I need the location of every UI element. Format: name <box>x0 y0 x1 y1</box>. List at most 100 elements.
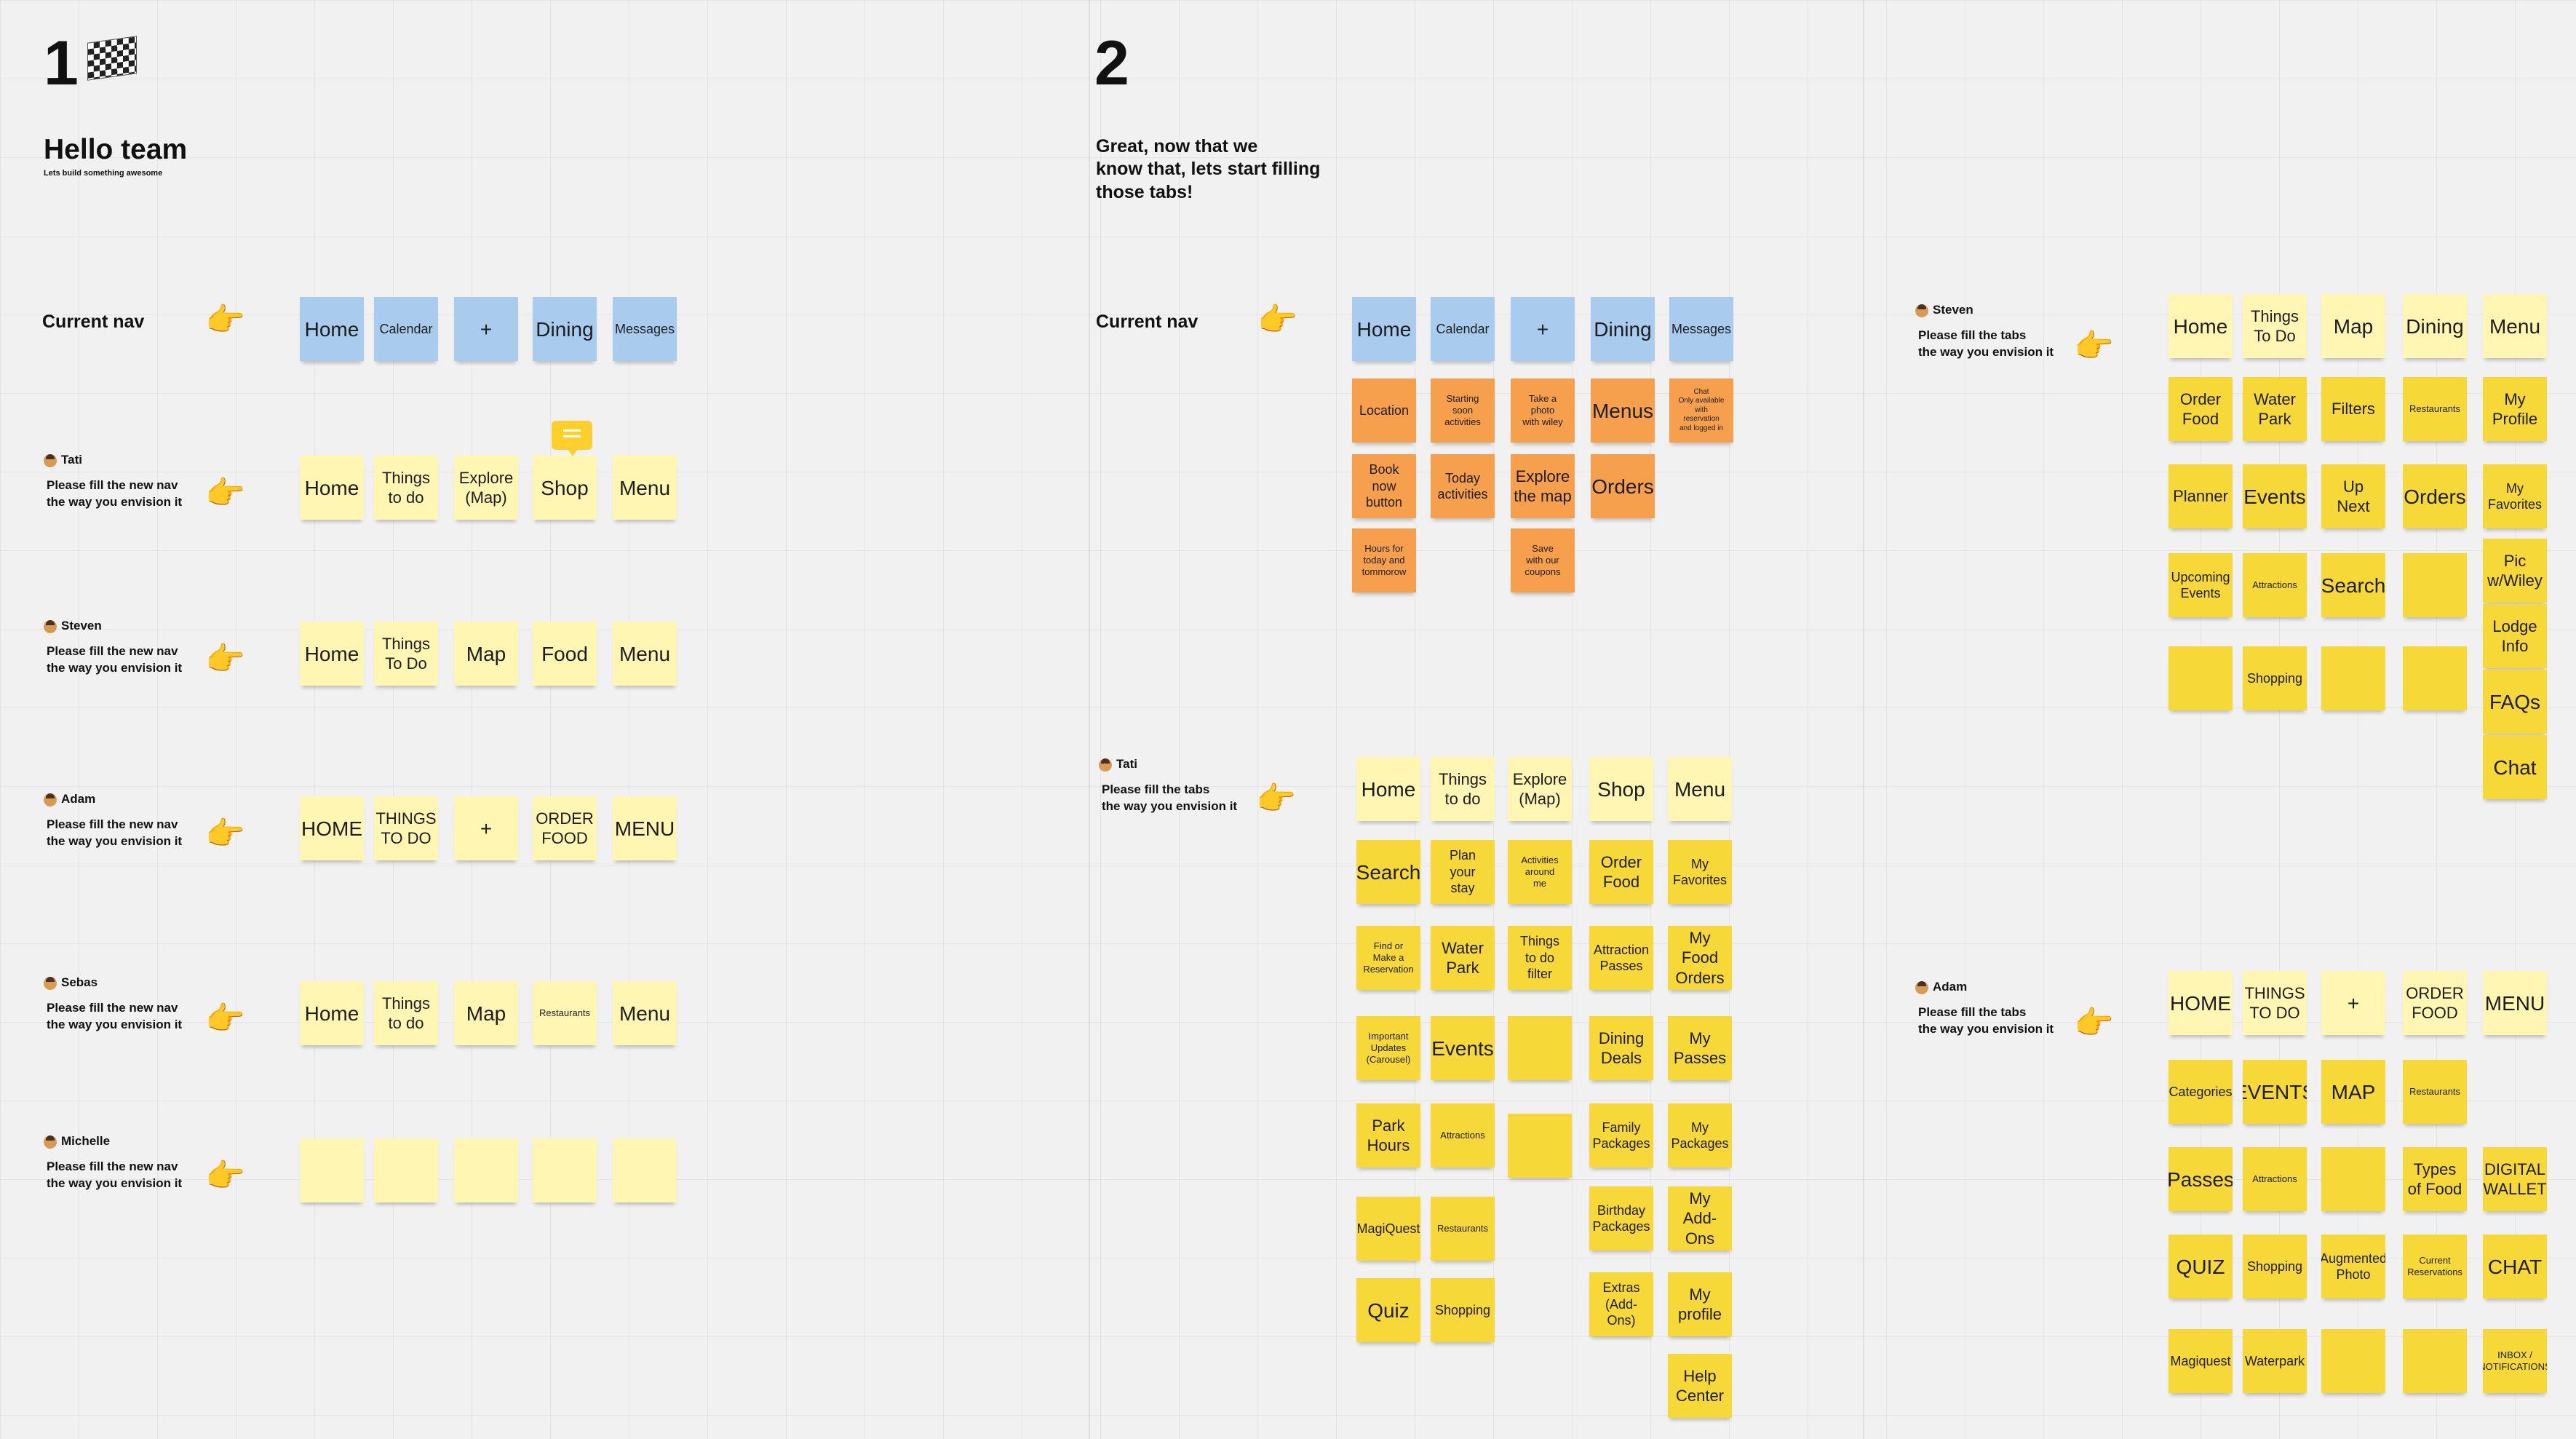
tab-content-note[interactable]: My Favorites <box>2483 464 2547 528</box>
nav-tab-note[interactable]: + <box>1511 297 1575 361</box>
nav-tab-note[interactable]: Map <box>2321 294 2385 358</box>
tab-content-note[interactable]: EVENTS <box>2243 1060 2307 1124</box>
tab-content-note[interactable]: DIGITAL WALLET <box>2483 1147 2547 1211</box>
nav-tab-note[interactable]: Home <box>1352 297 1416 361</box>
tab-content-note[interactable]: Book now button <box>1352 454 1416 518</box>
nav-tab-note[interactable]: Menu <box>613 981 677 1045</box>
tab-content-note[interactable]: Orders <box>2403 464 2467 528</box>
nav-tab-note[interactable]: Home <box>1356 757 1420 821</box>
tab-content-note[interactable] <box>2321 1147 2385 1211</box>
tab-content-note[interactable] <box>2403 1329 2467 1393</box>
tab-content-note[interactable]: My Passes <box>1668 1016 1732 1080</box>
nav-tab-note[interactable]: Home <box>300 981 364 1045</box>
tab-content-note[interactable]: Family Packages <box>1589 1103 1653 1168</box>
tab-content-note[interactable] <box>2321 646 2385 710</box>
tab-content-note[interactable]: Magiquest <box>2168 1329 2233 1393</box>
tab-content-note[interactable]: My Add- Ons <box>1668 1186 1732 1250</box>
tab-content-note[interactable]: Attractions <box>2243 1147 2307 1211</box>
nav-tab-note[interactable]: Things To Do <box>374 622 438 686</box>
tab-content-note[interactable]: Order Food <box>2168 377 2233 441</box>
nav-tab-note[interactable]: ORDER FOOD <box>2403 971 2467 1035</box>
tab-content-note[interactable]: MAP <box>2321 1060 2385 1124</box>
nav-tab-note[interactable]: Shop <box>1589 757 1653 821</box>
nav-tab-note[interactable]: Home <box>300 456 364 520</box>
tab-content-note[interactable]: Park Hours <box>1356 1103 1420 1168</box>
nav-tab-note[interactable]: Menu <box>1668 757 1732 821</box>
nav-tab-note[interactable]: Things to do <box>374 981 438 1045</box>
tab-content-note[interactable]: My Food Orders <box>1668 926 1732 990</box>
nav-tab-note[interactable]: Messages <box>613 297 677 361</box>
tab-content-note[interactable]: MagiQuest <box>1356 1197 1420 1261</box>
nav-tab-note[interactable]: Explore (Map) <box>454 456 518 520</box>
tab-content-note[interactable]: Events <box>2243 464 2307 528</box>
nav-tab-note[interactable]: Home <box>2168 294 2233 358</box>
nav-tab-note[interactable]: Home <box>300 297 364 361</box>
nav-tab-note[interactable]: THINGS TO DO <box>2243 971 2307 1035</box>
tab-content-note[interactable]: Help Center <box>1668 1354 1732 1418</box>
nav-tab-note[interactable]: Messages <box>1669 297 1733 361</box>
nav-tab-note[interactable]: Food <box>533 622 597 686</box>
tab-content-note[interactable] <box>2403 646 2467 710</box>
tab-content-note[interactable]: Current Reservations <box>2403 1234 2467 1299</box>
tab-content-note[interactable]: Take a photo with wiley <box>1511 378 1575 443</box>
nav-tab-note[interactable]: Dining <box>1591 297 1655 361</box>
tab-content-note[interactable]: Explore the map <box>1511 454 1575 518</box>
tab-content-note[interactable]: FAQs <box>2483 670 2547 734</box>
nav-tab-note[interactable]: ORDER FOOD <box>533 796 597 860</box>
tab-content-note[interactable]: Attractions <box>2243 553 2307 617</box>
nav-tab-note[interactable] <box>374 1138 438 1202</box>
nav-tab-note[interactable]: Menu <box>613 456 677 520</box>
tab-content-note[interactable]: Events <box>1431 1016 1495 1080</box>
tab-content-note[interactable]: Planner <box>2168 464 2233 528</box>
nav-tab-note[interactable]: Map <box>454 981 518 1045</box>
tab-content-note[interactable]: Attractions <box>1431 1103 1495 1168</box>
tab-content-note[interactable]: Things to do filter <box>1508 926 1572 990</box>
nav-tab-note[interactable]: Calendar <box>1431 297 1495 361</box>
nav-tab-note[interactable]: Restaurants <box>533 981 597 1045</box>
tab-content-note[interactable]: Orders <box>1591 454 1655 518</box>
comment-bubble-icon[interactable] <box>552 421 592 456</box>
nav-tab-note[interactable]: Home <box>300 622 364 686</box>
tab-content-note[interactable]: Save with our coupons <box>1511 528 1575 592</box>
nav-tab-note[interactable] <box>613 1138 677 1202</box>
tab-content-note[interactable]: Waterpark <box>2243 1329 2307 1393</box>
nav-tab-note[interactable] <box>454 1138 518 1202</box>
tab-content-note[interactable]: Menus <box>1591 378 1655 443</box>
tab-content-note[interactable]: Quiz <box>1356 1278 1420 1342</box>
nav-tab-note[interactable]: Dining <box>533 297 597 361</box>
nav-tab-note[interactable]: + <box>2321 971 2385 1035</box>
tab-content-note[interactable]: Shopping <box>2243 1234 2307 1299</box>
tab-content-note[interactable]: Restaurants <box>2403 377 2467 441</box>
nav-tab-note[interactable]: HOME <box>300 796 364 860</box>
nav-tab-note[interactable]: HOME <box>2168 971 2233 1035</box>
tab-content-note[interactable]: Restaurants <box>2403 1060 2467 1124</box>
nav-tab-note[interactable]: Explore (Map) <box>1508 757 1572 821</box>
nav-tab-note[interactable]: Calendar <box>374 297 438 361</box>
nav-tab-note[interactable]: MENU <box>2483 971 2547 1035</box>
nav-tab-note[interactable]: Shop <box>533 456 597 520</box>
tab-content-note[interactable]: My Packages <box>1668 1103 1732 1168</box>
tab-content-note[interactable]: Pic w/Wiley <box>2483 539 2547 603</box>
tab-content-note[interactable]: Plan your stay <box>1431 840 1495 904</box>
tab-content-note[interactable]: Types of Food <box>2403 1147 2467 1211</box>
tab-content-note[interactable]: Water Park <box>2243 377 2307 441</box>
tab-content-note[interactable]: Shopping <box>1431 1278 1495 1342</box>
tab-content-note[interactable]: Important Updates (Carousel) <box>1356 1016 1420 1080</box>
tab-content-note[interactable] <box>1508 1114 1572 1178</box>
tab-content-note[interactable]: Hours for today and tommorow <box>1352 528 1416 592</box>
nav-tab-note[interactable] <box>300 1138 364 1202</box>
tab-content-note[interactable]: CHAT <box>2483 1234 2547 1299</box>
nav-tab-note[interactable] <box>533 1138 597 1202</box>
tab-content-note[interactable]: My profile <box>1668 1272 1732 1336</box>
tab-content-note[interactable] <box>1508 1016 1572 1080</box>
tab-content-note[interactable]: Up Next <box>2321 464 2385 528</box>
tab-content-note[interactable]: Chat Only available with reservation and… <box>1669 378 1733 443</box>
tab-content-note[interactable]: Augmented Photo <box>2321 1234 2385 1299</box>
tab-content-note[interactable]: Location <box>1352 378 1416 443</box>
tab-content-note[interactable]: Search <box>1356 840 1420 904</box>
tab-content-note[interactable]: Birthday Packages <box>1589 1186 1653 1250</box>
tab-content-note[interactable] <box>2321 1329 2385 1393</box>
nav-tab-note[interactable]: Things to do <box>1431 757 1495 821</box>
tab-content-note[interactable]: Extras (Add- Ons) <box>1589 1272 1653 1336</box>
tab-content-note[interactable]: Search <box>2321 553 2385 617</box>
